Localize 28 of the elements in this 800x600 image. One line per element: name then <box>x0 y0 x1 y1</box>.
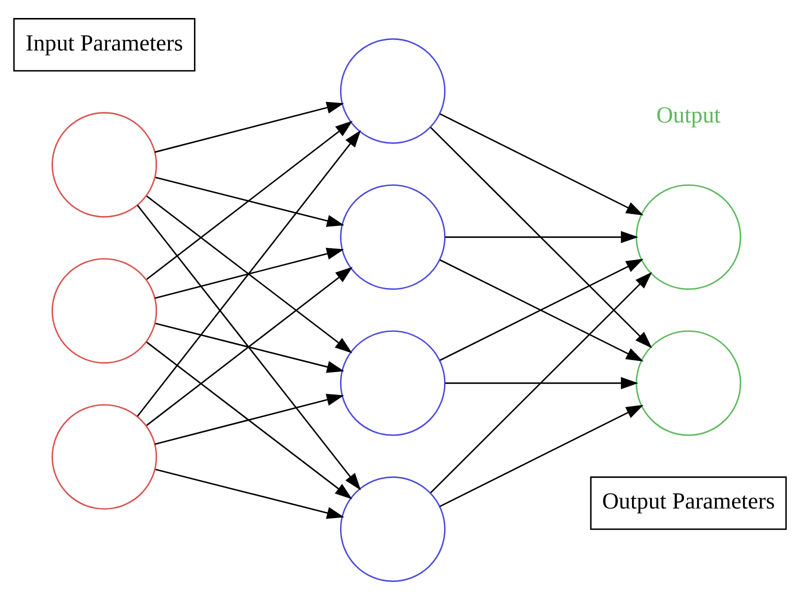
node-circle <box>340 330 446 436</box>
arrow <box>136 204 361 490</box>
arrow <box>440 113 644 216</box>
arrow <box>154 102 344 153</box>
arrow <box>146 342 352 500</box>
node-box: Output Parameters <box>590 476 787 530</box>
arrow <box>154 248 344 299</box>
arrow <box>445 231 638 244</box>
arrow <box>445 377 638 390</box>
arrow <box>430 272 652 494</box>
node-circle <box>340 184 446 290</box>
label: Output <box>656 102 721 129</box>
arrow <box>155 322 344 373</box>
arrow <box>430 126 652 348</box>
arrow <box>136 130 361 417</box>
arrow <box>146 120 353 280</box>
arrow <box>155 176 344 227</box>
node-circle <box>52 258 158 364</box>
arrow <box>154 394 344 445</box>
node-circle <box>340 476 446 582</box>
node-circle <box>340 38 446 144</box>
arrow <box>146 266 353 426</box>
arrow <box>440 404 644 507</box>
node-box: Input Parameters <box>13 18 196 72</box>
node-circle <box>52 404 158 510</box>
node-circle <box>52 112 158 218</box>
arrow <box>155 468 344 519</box>
arrow <box>146 196 352 354</box>
